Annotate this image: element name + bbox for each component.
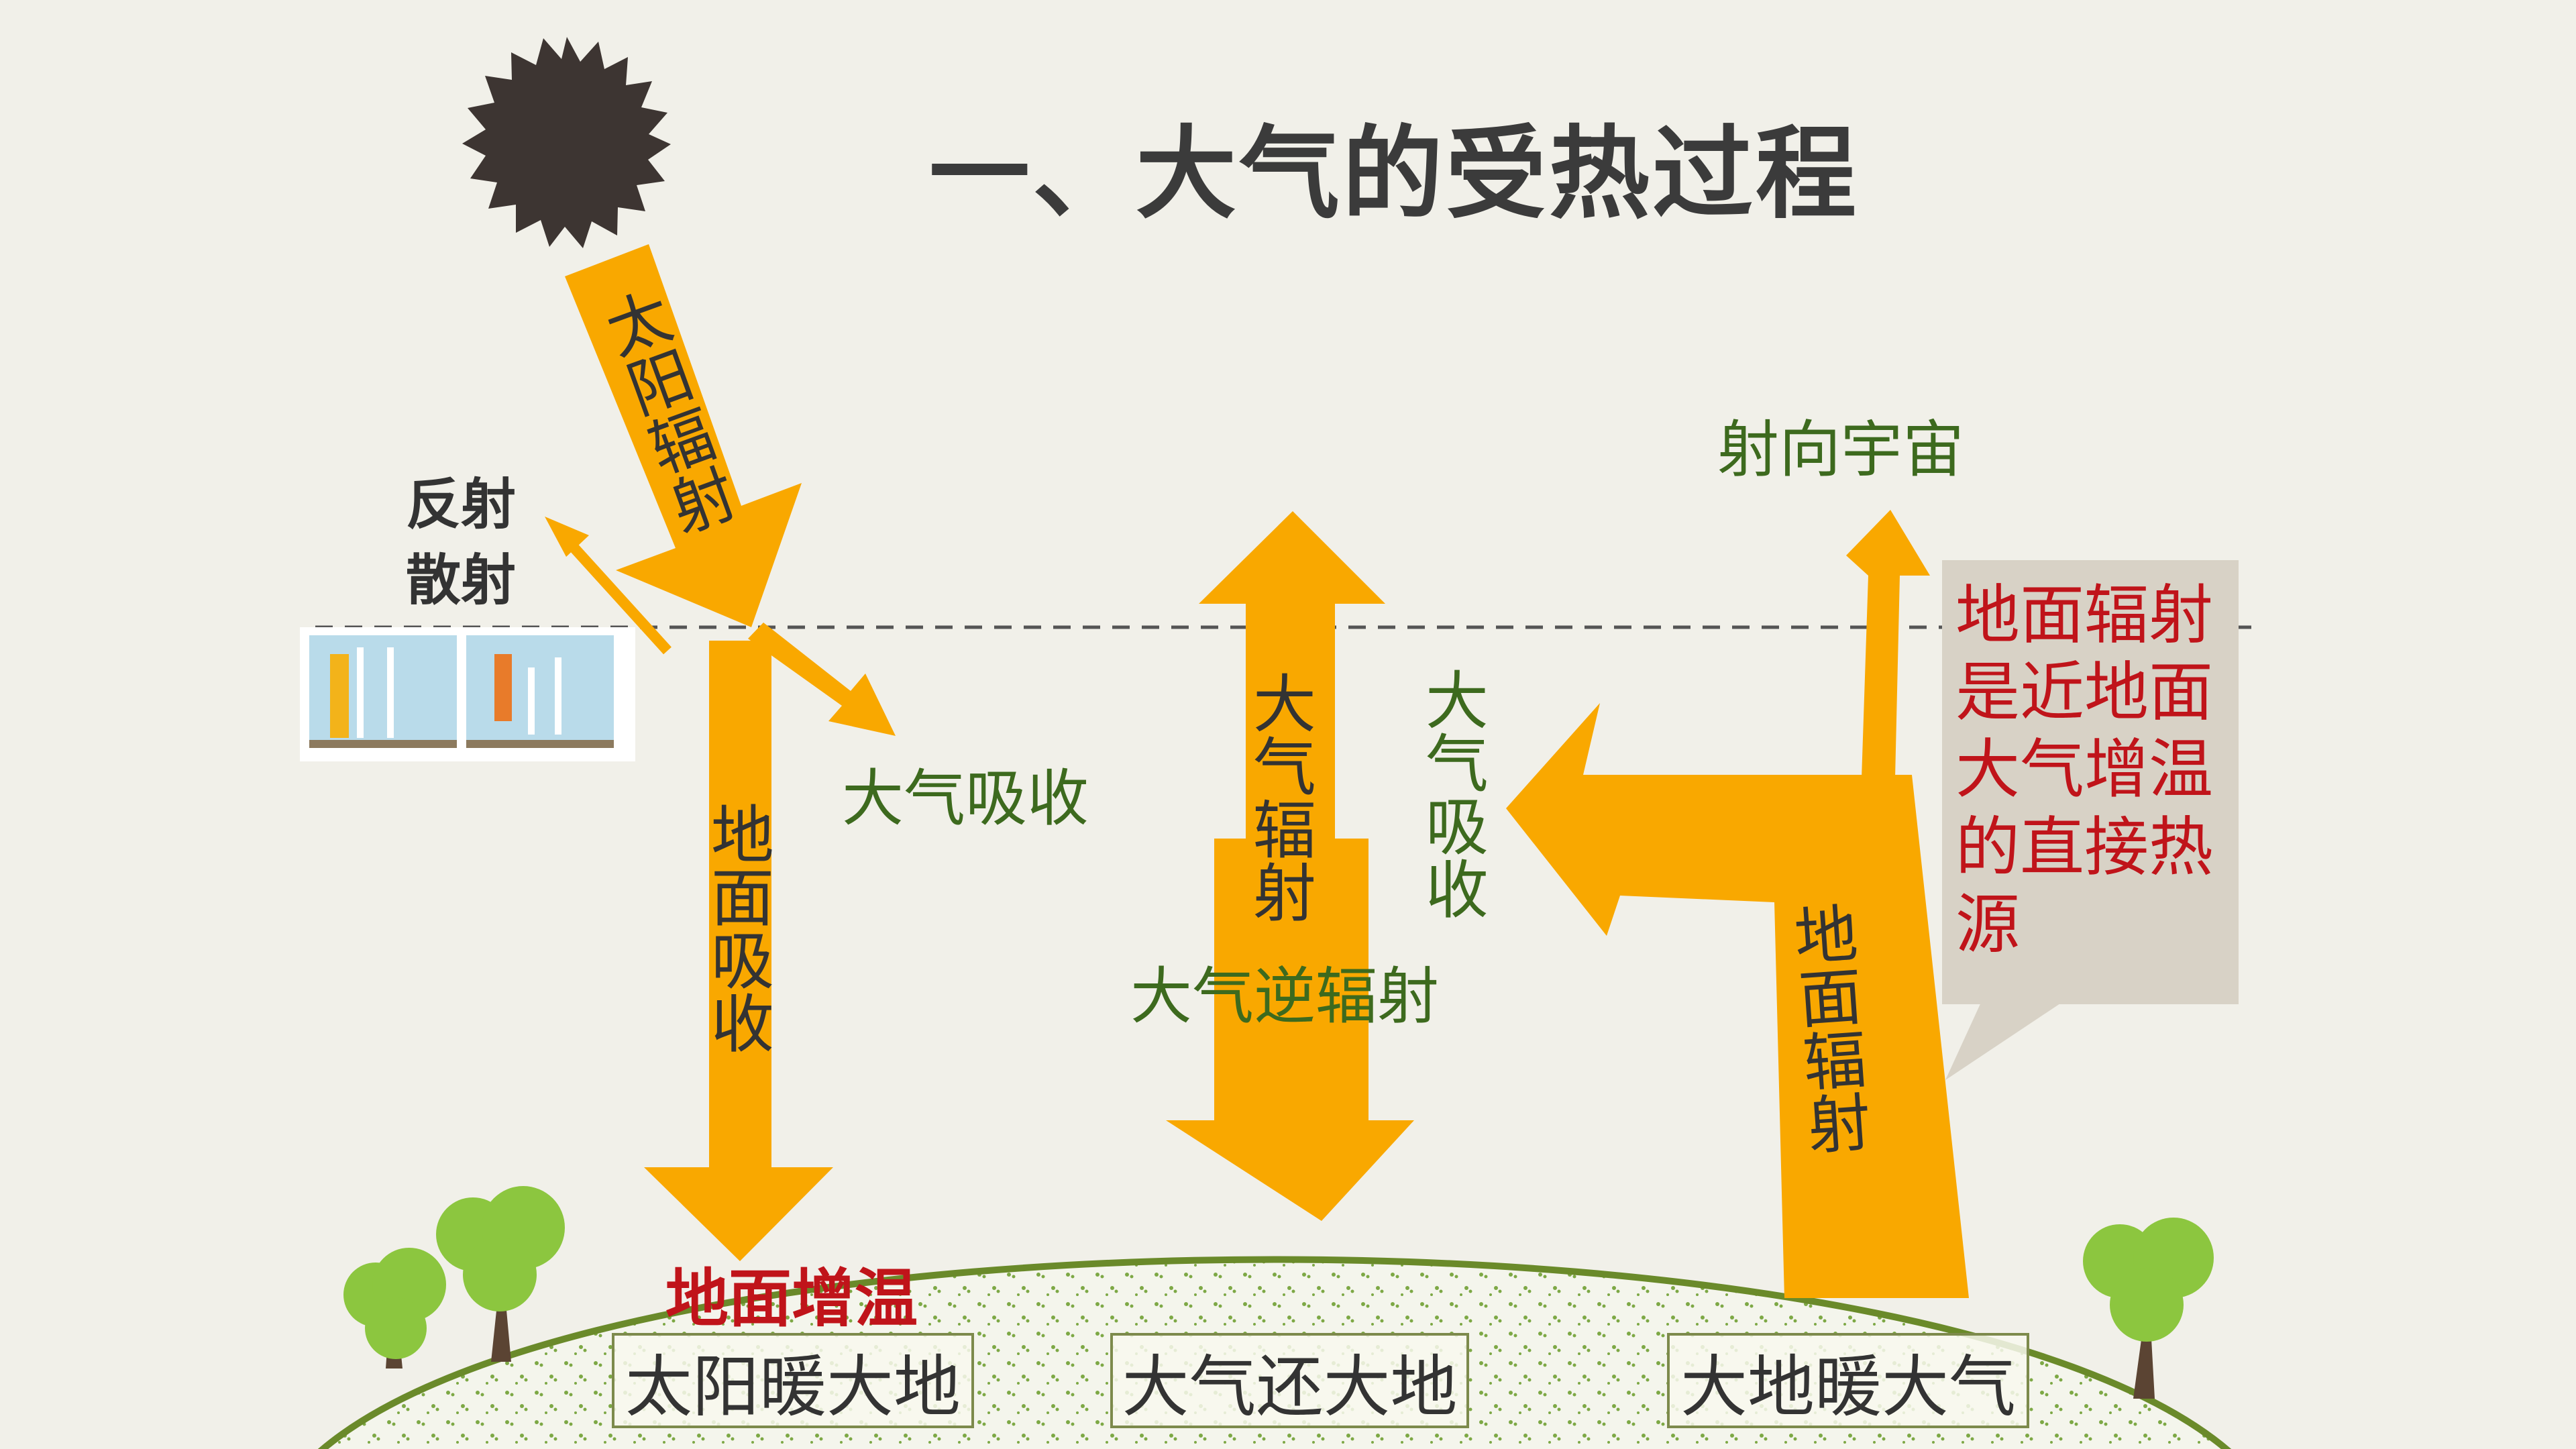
ground-warming-label: 地面增温 [665, 1263, 918, 1336]
thumbnail-panel [466, 635, 614, 748]
reflect-arrowhead [545, 517, 589, 557]
ground-absorb-label: 地面吸收 [700, 802, 773, 1054]
thumbnail-bar [330, 654, 349, 738]
scatter-label: 散射 [406, 549, 517, 612]
sun-icon [462, 37, 671, 248]
thumbnail-bar [528, 667, 535, 735]
callout-box [1942, 560, 2239, 1004]
ground-radiation-label: 地面辐射 [1781, 900, 1872, 1157]
atmosphere-absorb-label: 大气吸收 [842, 763, 1089, 835]
tree-icon [2083, 1218, 2214, 1399]
to-space-label: 射向宇宙 [1717, 414, 1965, 486]
atmosphere-counter-radiation-arrow [1166, 839, 1414, 1221]
thumbnail-ground [309, 740, 457, 748]
tree-icon [343, 1248, 446, 1368]
tree-icon [436, 1186, 565, 1362]
page-title: 一、大气的受热过程 [929, 116, 1860, 233]
atmosphere-radiation-arrow [1199, 511, 1385, 845]
box-atmosphere-returns-earth: 大气还大地 [1110, 1333, 1469, 1428]
atmosphere-absorb-arrow [748, 623, 896, 736]
atmosphere-counter-radiation-label: 大气逆辐射 [1130, 961, 1440, 1032]
ground-radiation-arrow [1506, 703, 1969, 1298]
callout-text: 地面辐射是近地面大气增温的直接热源 [1955, 578, 2213, 962]
to-space-arrow [1846, 510, 1930, 778]
atmosphere-absorb-vertical-label: 大气吸收 [1414, 667, 1488, 920]
box-earth-warms-atmosphere: 大地暖大气 [1667, 1333, 2029, 1428]
thumbnail-ground [466, 740, 614, 748]
thumbnail-bar [555, 657, 561, 735]
solar-radiation-arrow [565, 244, 802, 627]
thumbnail-bar [494, 654, 512, 721]
thumbnail-image [300, 627, 635, 761]
callout-pointer [1945, 1000, 2066, 1080]
thumbnail-bar [387, 647, 394, 738]
thumbnail-bar [357, 647, 364, 738]
box-sun-warms-earth: 太阳暖大地 [612, 1333, 974, 1428]
reflect-label: 反射 [406, 473, 517, 537]
ground-absorb-arrow [644, 641, 833, 1261]
reflect-arrow-line [565, 538, 672, 655]
atmosphere-radiation-label: 大气辐射 [1242, 671, 1316, 923]
